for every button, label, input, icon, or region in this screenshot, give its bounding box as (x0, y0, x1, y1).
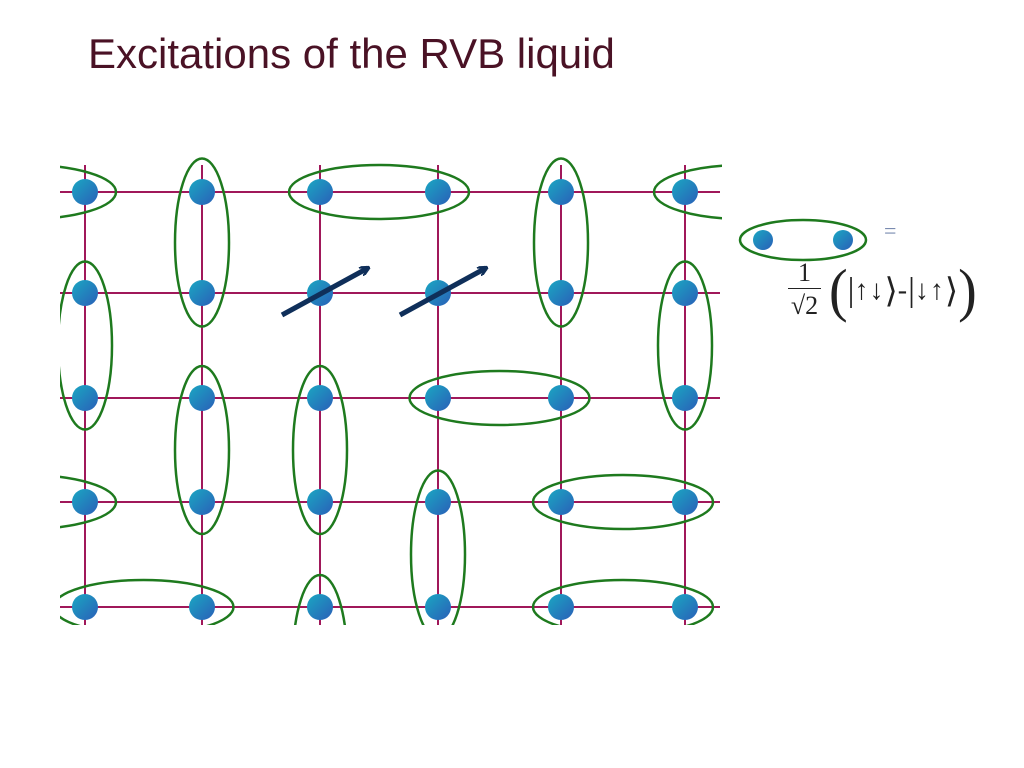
valence-bond-ellipses (60, 157, 722, 625)
valence-bond-0 (60, 165, 118, 219)
legend-equals-sign: = (884, 218, 897, 243)
site-r2-c1 (189, 385, 215, 411)
free-spin-arrows (280, 268, 486, 318)
valence-bond-11 (409, 469, 467, 625)
ket-down-up: ↓↑ (914, 274, 945, 306)
site-r4-c4 (548, 594, 574, 620)
site-r0-c0 (72, 179, 98, 205)
legend-bond-ellipse (738, 218, 868, 262)
site-r1-c4 (548, 280, 574, 306)
site-r4-c0 (72, 594, 98, 620)
site-r2-c0 (72, 385, 98, 411)
site-r0-c3 (425, 179, 451, 205)
site-r3-c0 (72, 489, 98, 515)
site-r3-c4 (548, 489, 574, 515)
ket-bar-1: | (847, 271, 855, 309)
close-paren: ) (958, 257, 977, 324)
valence-bond-9 (408, 369, 591, 427)
site-r4-c1 (189, 594, 215, 620)
site-r0-c5 (672, 179, 698, 205)
valence-bond-15 (531, 578, 715, 625)
site-r4-c2 (307, 594, 333, 620)
lattice-sites (72, 179, 698, 620)
ket-bar-2: | (908, 271, 915, 309)
site-r0-c4 (548, 179, 574, 205)
valence-bond-5 (60, 260, 114, 431)
site-r3-c2 (307, 489, 333, 515)
ket-rangle-2: ⟩ (944, 272, 959, 310)
ket-rangle-1: ⟩ (884, 272, 898, 310)
valence-bond-3 (532, 157, 590, 328)
slide-title: Excitations of the RVB liquid (88, 30, 615, 77)
valence-bond-4 (652, 164, 722, 220)
valence-bond-8 (291, 364, 349, 536)
legend-singlet-pair (738, 218, 868, 262)
valence-bond-10 (60, 475, 118, 529)
site-r2-c2 (307, 385, 333, 411)
site-r1-c1 (189, 280, 215, 306)
valence-bond-1 (173, 157, 231, 328)
legend-site-left (753, 230, 773, 250)
site-r3-c1 (189, 489, 215, 515)
valence-bond-13 (60, 578, 235, 625)
singlet-formula: 1 √2 ( | ↑↓ ⟩ - | ↓↑ ⟩ ) (788, 258, 977, 323)
lattice-grid-lines (60, 165, 720, 625)
free-spin-arrow-0 (280, 268, 368, 318)
free-spin-arrow-1 (398, 268, 486, 318)
site-r2-c3 (425, 385, 451, 411)
ket-up-down: ↑↓ (854, 274, 885, 306)
valence-bond-2 (287, 163, 471, 221)
fraction-numerator: 1 (788, 258, 821, 289)
valence-bond-7 (173, 364, 231, 536)
site-r1-c0 (72, 280, 98, 306)
site-r4-c3 (425, 594, 451, 620)
site-r2-c4 (548, 385, 574, 411)
minus-sign: - (897, 274, 909, 306)
site-r3-c3 (425, 489, 451, 515)
fraction-denominator: √2 (790, 291, 819, 320)
site-r0-c1 (189, 179, 215, 205)
valence-bond-12 (531, 473, 715, 531)
site-r0-c2 (307, 179, 333, 205)
site-r1-c5 (672, 280, 698, 306)
site-r4-c5 (672, 594, 698, 620)
site-r3-c5 (672, 489, 698, 515)
legend-site-right (833, 230, 853, 250)
site-r2-c5 (672, 385, 698, 411)
one-over-root-two: 1 √2 (788, 258, 821, 323)
open-paren: ( (829, 257, 848, 324)
valence-bond-14 (294, 573, 346, 625)
valence-bond-6 (656, 260, 714, 431)
